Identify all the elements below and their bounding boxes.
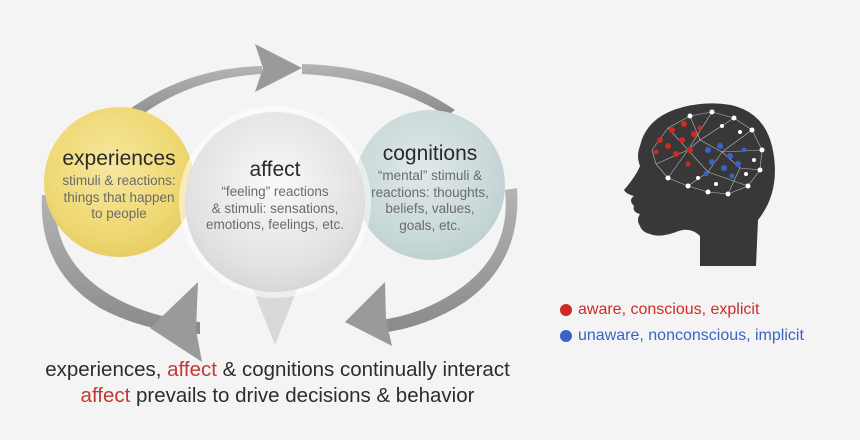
caption-affect-highlight: affect [80,383,131,407]
head-brain-network-icon [624,103,775,266]
affect-pointer [250,282,300,345]
diagram-caption: experiences, affect & cognitions continu… [0,357,555,408]
cognitions-line: reactions: thoughts, [371,184,489,200]
cognitions-line: beliefs, values, [385,201,475,217]
caption-text: prevails to drive decisions & behavior [130,383,475,407]
legend-item-aware: aware, conscious, explicit [560,297,804,323]
caption-line-1: experiences, affect & cognitions continu… [0,357,555,383]
experiences-description: stimuli & reactions: things that happen … [62,173,175,222]
experiences-circle: experiences stimuli & reactions: things … [44,107,194,257]
affect-title: affect [249,158,301,181]
affect-description: “feeling” reactions & stimuli: sensation… [206,184,344,233]
affect-circle: affect “feeling” reactions & stimuli: se… [185,112,365,292]
legend: aware, conscious, explicit unaware, nonc… [560,297,804,349]
cognitions-circle: cognitions “mental” stimuli & reactions:… [355,110,505,260]
caption-text: & cognitions continually interact [216,358,510,381]
cognitions-line: goals, etc. [399,217,461,233]
cognitions-description: “mental” stimuli & reactions: thoughts, … [371,168,489,234]
legend-label: unaware, nonconscious, implicit [578,327,804,344]
experiences-line: things that happen [63,189,175,205]
cognitions-line: “mental” stimuli & [377,168,483,184]
experiences-line: to people [91,206,147,222]
caption-text: experiences, [45,358,168,381]
legend-label: aware, conscious, explicit [578,301,760,318]
cycle-arrow-right-icon [345,188,518,346]
experiences-line: stimuli & reactions: [62,173,176,189]
red-dot-icon [560,304,572,316]
experiences-title: experiences [62,147,176,170]
caption-line-2: affect prevails to drive decisions & beh… [0,383,555,409]
cognitions-title: cognitions [382,142,478,165]
caption-affect-highlight: affect [167,358,217,381]
legend-item-unaware: unaware, nonconscious, implicit [560,323,804,349]
affect-line: emotions, feelings, etc. [205,217,345,233]
blue-dot-icon [560,330,572,342]
affect-line: & stimuli: sensations, [211,200,339,216]
affect-line: “feeling” reactions [221,184,329,200]
cycle-arrow-left-icon [41,195,202,362]
